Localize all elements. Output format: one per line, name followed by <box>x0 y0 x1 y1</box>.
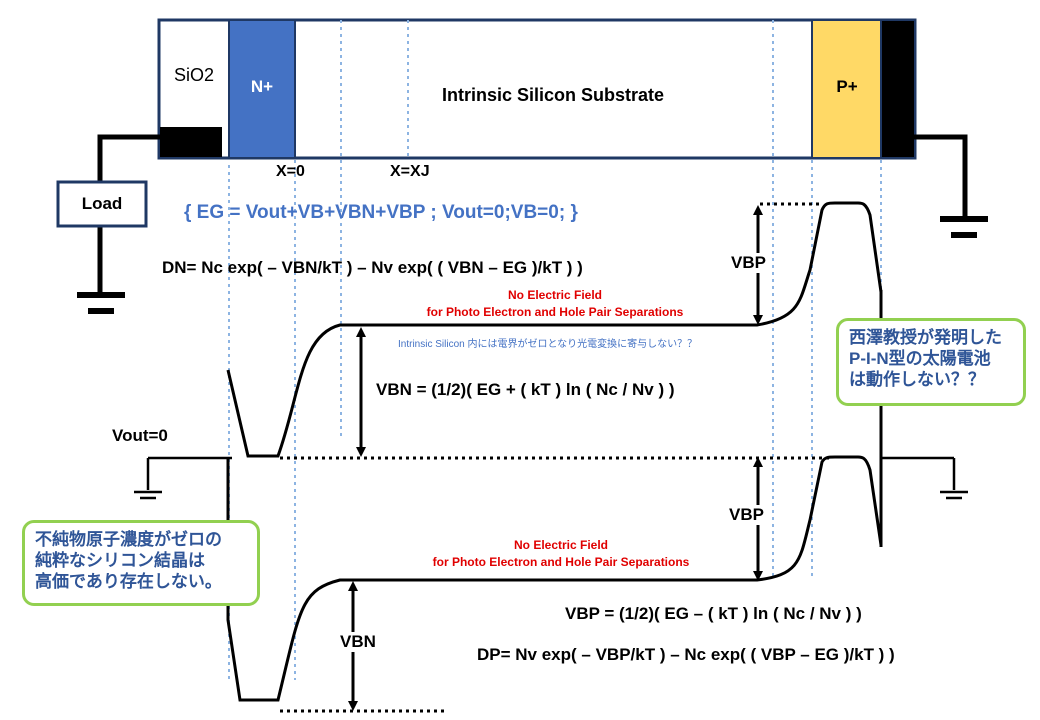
n-plus-label: N+ <box>250 77 274 96</box>
right-ground-symbol <box>940 216 988 238</box>
p-plus-region <box>813 21 881 157</box>
left-contact <box>160 127 222 157</box>
intrinsic-substrate-label: Intrinsic Silicon Substrate <box>441 84 665 105</box>
pure-silicon-callout: 不純物原子濃度がゼロの 純粋なシリコン結晶は 高価であり存在しない。 <box>22 520 260 606</box>
vbp-top-label: VBP <box>729 253 768 273</box>
vbn-equation: VBN = (1/2)( EG + ( kT ) ln ( Nc / Nv ) … <box>376 380 675 399</box>
dn-equation: DN= Nc exp( – VBN/kT ) – Nv exp( ( VBN –… <box>162 258 583 277</box>
intrinsic-field-note: Intrinsic Silicon 内には電界がゼロとなり光電変換に寄与しない？… <box>398 339 698 350</box>
no-field-note-bottom: No Electric Field for Photo Electron and… <box>432 538 690 569</box>
lower-band-curve <box>226 455 883 702</box>
energy-sum-equation: { EG = Vout+VB+VBN+VBP ; Vout=0;VB=0; } <box>184 202 578 223</box>
load-box <box>56 180 148 228</box>
n-plus-region <box>229 21 295 157</box>
x-zero-label: X=0 <box>276 163 305 180</box>
right-contact <box>881 21 914 157</box>
p-plus-label: P+ <box>836 77 858 96</box>
dp-equation: DP= Nv exp( – VBP/kT ) – Nc exp( ( VBP –… <box>477 645 895 664</box>
vbn-bottom-label: VBN <box>338 632 378 652</box>
vout-baseline <box>146 456 956 490</box>
upper-band-curve <box>226 201 883 458</box>
left-ground-symbol <box>77 292 125 314</box>
left-circuit-wire <box>97 134 160 292</box>
sio2-label: SiO2 <box>173 64 215 85</box>
no-field-note-top: No Electric Field for Photo Electron and… <box>426 288 684 319</box>
small-ground-symbols <box>134 490 968 500</box>
load-label: Load <box>81 194 123 213</box>
pin-solar-cell-callout: 西澤教授が発明した P-I-N型の太陽電池 は動作しない？？ <box>836 318 1026 406</box>
right-circuit-wire <box>914 134 968 216</box>
vbp-equation: VBP = (1/2)( EG – ( kT ) ln ( Nc / Nv ) … <box>565 604 862 623</box>
vout-label: Vout=0 <box>112 426 168 445</box>
x-xj-label: X=XJ <box>390 163 430 180</box>
reference-levels <box>280 202 830 713</box>
vbp-bottom-label: VBP <box>727 505 766 525</box>
